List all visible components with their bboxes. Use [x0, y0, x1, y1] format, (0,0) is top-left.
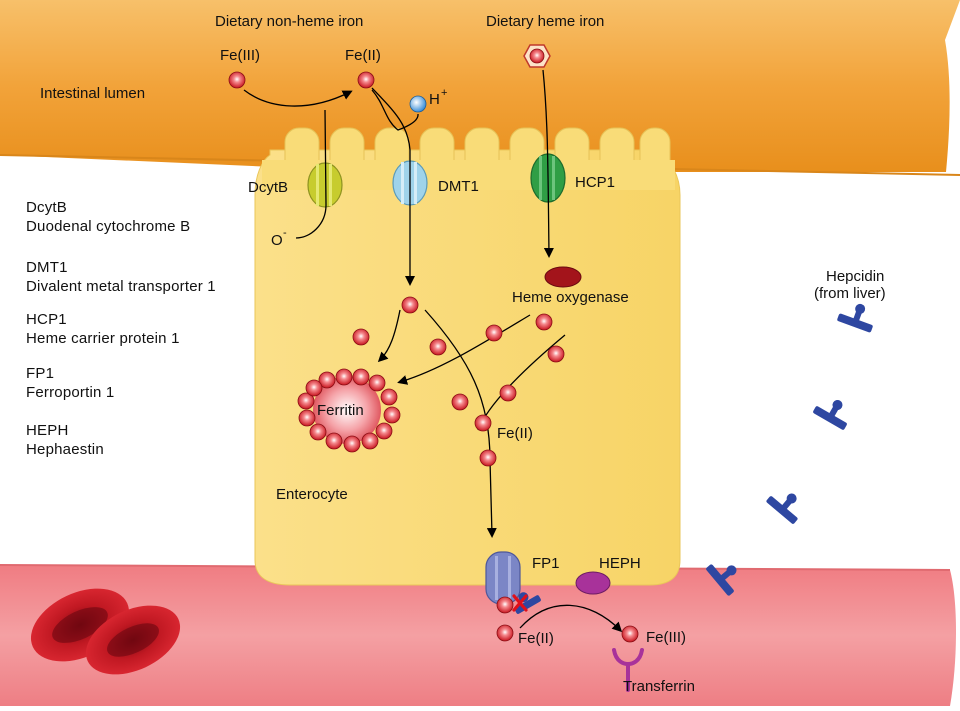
- label-dietary-nonheme-iron: Dietary non-heme iron: [215, 13, 363, 30]
- legend-abbr: HEPH: [26, 422, 69, 439]
- label-fe3-bottom: Fe(III): [646, 629, 686, 646]
- label-heme-oxygenase: Heme oxygenase: [512, 289, 629, 306]
- legend-item-hcp1: HCP1 Heme carrier protein 1: [26, 310, 180, 348]
- label-ferritin: Ferritin: [317, 402, 364, 419]
- label-h-ion: H: [429, 91, 440, 108]
- label-enterocyte: Enterocyte: [276, 486, 348, 503]
- label-hcp1: HCP1: [575, 174, 615, 191]
- label-fe2-top: Fe(II): [345, 47, 381, 64]
- label-fe2-mid: Fe(II): [497, 425, 533, 442]
- label-h-ion-charge: +: [441, 87, 447, 99]
- hepcidin-molecules: [514, 303, 873, 614]
- legend-item-heph: HEPH Hephaestin: [26, 421, 104, 459]
- heme-oxygenase-enzyme: [544, 266, 582, 288]
- blood-vessel-band: [0, 565, 956, 706]
- label-dcytb: DcytB: [248, 179, 288, 196]
- label-intestinal-lumen: Intestinal lumen: [40, 85, 145, 102]
- dcytb-transporter: [307, 162, 343, 208]
- legend-abbr: DcytB: [26, 199, 68, 216]
- heph-enzyme: [575, 571, 611, 595]
- intestinal-lumen-band: [0, 0, 960, 172]
- legend-full: Hephaestin: [26, 441, 104, 458]
- label-superoxide-charge: -: [283, 227, 287, 239]
- legend-abbr: HCP1: [26, 311, 67, 328]
- label-fe2-bottom: Fe(II): [518, 630, 554, 647]
- iron-atoms: [228, 71, 639, 643]
- label-fp1: FP1: [532, 555, 560, 572]
- legend-abbr: DMT1: [26, 259, 68, 276]
- legend-item-fp1: FP1 Ferroportin 1: [26, 364, 114, 402]
- label-dietary-heme-iron: Dietary heme iron: [486, 13, 604, 30]
- red-blood-cells: [30, 588, 181, 675]
- legend-full: Ferroportin 1: [26, 384, 115, 401]
- heme-hexagon-icon: [523, 44, 551, 68]
- label-dmt1: DMT1: [438, 178, 479, 195]
- label-fe3-top: Fe(III): [220, 47, 260, 64]
- label-transferrin: Transferrin: [623, 678, 695, 695]
- legend-item-dcytb: DcytB Duodenal cytochrome B: [26, 198, 190, 236]
- ferritin-complex: [297, 368, 401, 453]
- legend-item-dmt1: DMT1 Divalent metal transporter 1: [26, 258, 216, 296]
- hydrogen-ion-icon: [409, 95, 427, 113]
- legend-full: Heme carrier protein 1: [26, 330, 180, 347]
- label-superoxide: O: [271, 232, 283, 249]
- blocked-x-icon: [512, 594, 528, 612]
- label-heph: HEPH: [599, 555, 641, 572]
- legend-abbr: FP1: [26, 365, 55, 382]
- transferrin-icon: [612, 648, 644, 692]
- legend-full: Divalent metal transporter 1: [26, 278, 216, 295]
- legend-full: Duodenal cytochrome B: [26, 218, 191, 235]
- label-hepcidin: Hepcidin: [826, 268, 884, 285]
- label-hepcidin-source: (from liver): [814, 285, 886, 302]
